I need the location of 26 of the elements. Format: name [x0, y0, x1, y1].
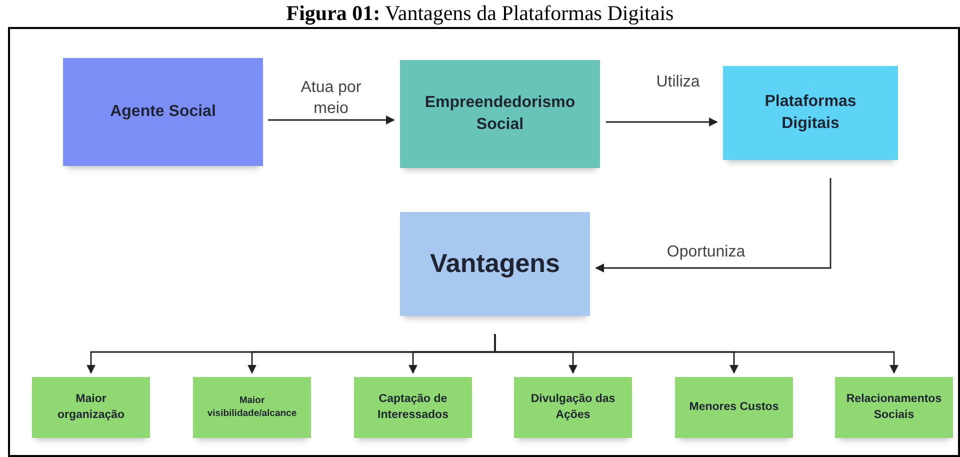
sticky-note-box: [63, 58, 263, 166]
sticky-note-box: [32, 377, 150, 438]
arrow: [595, 178, 832, 272]
node-label: Vantagens: [430, 247, 560, 280]
node-label: Relacionamentos Sociais: [845, 392, 943, 422]
sticky-note-box: [400, 60, 600, 168]
node-label: Divulgação das Ações: [530, 392, 616, 422]
node-label: Empreendedorismo Social: [424, 93, 576, 135]
node-label: Maior visibilidade/alcance: [206, 394, 298, 420]
sticky-note-box: [193, 377, 311, 438]
figure-title: Figura 01: Vantagens da Plataformas Digitais: [285, 0, 675, 26]
node-label: Captação de Interessados: [376, 392, 450, 422]
node-label: Menores Custos: [689, 400, 779, 415]
sticky-note-box: [675, 377, 793, 438]
sticky-note-box: [835, 377, 953, 438]
sticky-note-box: [723, 66, 898, 160]
sticky-note-box: [354, 377, 472, 438]
sticky-note-box: [514, 377, 632, 438]
arrow: [606, 118, 718, 126]
node-label: Agente Social: [110, 102, 216, 122]
node-label: Plataformas Digitais: [764, 92, 858, 134]
arrow: [494, 334, 898, 374]
sticky-note-box: [400, 212, 590, 316]
edge-label: Oportuniza: [666, 242, 746, 262]
arrow: [268, 116, 395, 124]
node-label: Maior organização: [56, 392, 126, 422]
